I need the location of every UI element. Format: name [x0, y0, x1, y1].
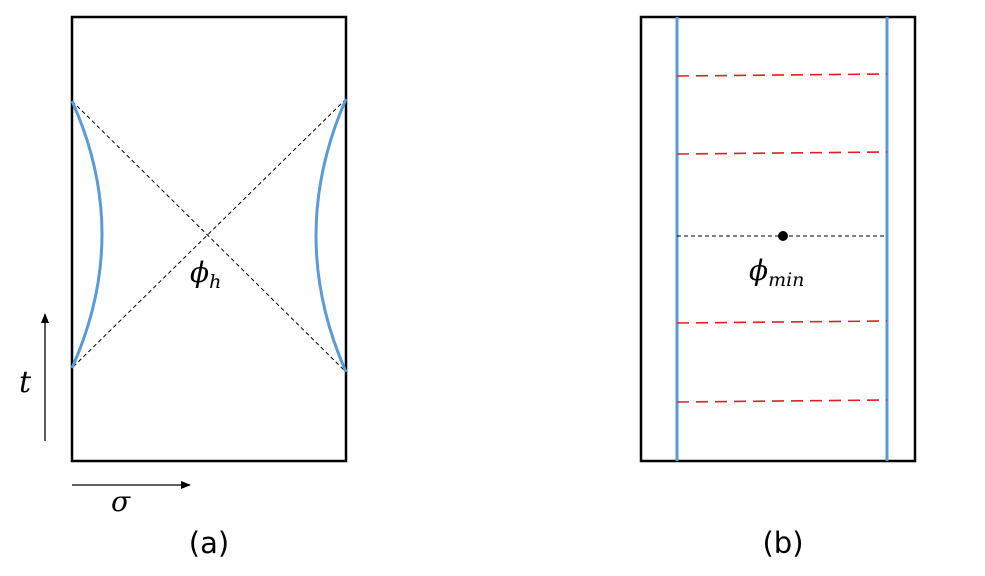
dashed-slice-4 [676, 399, 888, 403]
phi-h-subscript: h [209, 271, 221, 293]
dashed-slice-2 [676, 151, 888, 155]
space-axis-label: σ [111, 485, 131, 518]
right-boundary-curve [314, 98, 348, 373]
dashed-slice-1 [676, 73, 888, 77]
panel-a-frame [70, 15, 348, 463]
phi-min-subscript: min [768, 269, 804, 291]
phi-min-label: ϕmin [749, 254, 804, 291]
minimum-point [778, 231, 788, 241]
panel-b-caption: (b) [762, 526, 803, 560]
horizon-diagonal-right [71, 98, 347, 369]
panel-a-caption: (a) [189, 526, 229, 560]
panel-b-frame [639, 15, 917, 463]
dashed-slice-3 [676, 320, 888, 324]
left-boundary-curve [70, 100, 104, 369]
horizon-diagonal-left [71, 100, 347, 373]
phi-h-base: ϕ [190, 256, 209, 289]
phi-min-base: ϕ [749, 254, 768, 287]
phi-h-label: ϕh [190, 256, 221, 293]
time-axis-label: t [19, 365, 32, 400]
panel-b: ϕmin (b) [639, 15, 917, 560]
panel-a: ϕh t σ (a) [19, 15, 348, 560]
